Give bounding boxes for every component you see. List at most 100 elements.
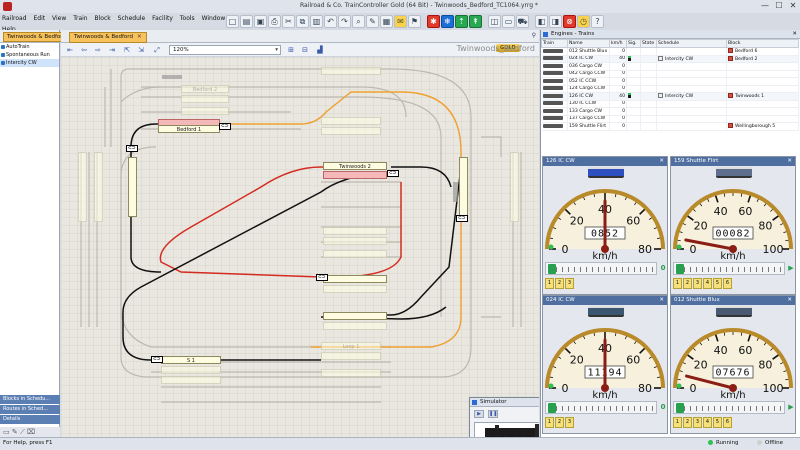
close-tab-icon[interactable]: ✕ — [136, 34, 142, 40]
block-icon[interactable]: ▭ — [502, 15, 515, 28]
tachometer-close-icon[interactable]: ✕ — [659, 158, 664, 164]
col-block[interactable]: Block — [726, 39, 799, 48]
block-bedford-1[interactable]: Bedford 1 — [158, 125, 220, 133]
redo-icon[interactable]: ↷ — [338, 15, 351, 28]
block-twinwoods-3[interactable] — [323, 285, 387, 293]
zoom-out-icon[interactable]: ⊟ — [302, 46, 308, 54]
menu-window[interactable]: Window — [201, 15, 226, 22]
emergency-stop-icon[interactable]: ✱ — [427, 15, 440, 28]
step-right-icon[interactable]: ⇨ — [95, 46, 101, 54]
block-s3[interactable] — [161, 376, 221, 384]
direction-indicator[interactable]: ▶ — [788, 264, 794, 272]
save-icon[interactable]: ▣ — [254, 15, 267, 28]
clock-icon[interactable]: ◷ — [577, 15, 590, 28]
minimize-button[interactable]: — — [761, 1, 769, 10]
slider-knob[interactable] — [548, 264, 556, 274]
layout-icon[interactable]: ▟ — [317, 46, 323, 54]
menu-block[interactable]: Block — [94, 15, 111, 22]
maximize-button[interactable]: ☐ — [775, 1, 783, 10]
zoom-in-icon[interactable]: ⊞ — [288, 46, 294, 54]
function-button[interactable]: 5 — [713, 278, 722, 289]
col-signal[interactable]: Sig. — [626, 39, 641, 48]
block-s2[interactable] — [161, 366, 221, 374]
blocks-in-schedule-panel[interactable]: Blocks in Schedu... — [0, 395, 60, 404]
grid-icon[interactable]: ▦ — [380, 15, 393, 28]
wagon-icon[interactable]: ◨ — [549, 15, 562, 28]
zoom-fit-icon[interactable]: ⤢ — [154, 46, 160, 54]
block-staging-left-2[interactable] — [94, 152, 103, 222]
speed-slider[interactable] — [545, 401, 657, 414]
list-item-intercity-cw[interactable]: Intercity CW — [0, 59, 59, 67]
function-button[interactable]: 1 — [673, 278, 682, 289]
new-file-icon[interactable]: □ — [226, 15, 239, 28]
editor-tab[interactable]: Twinwoods & Bedford✕ — [69, 32, 147, 43]
pin-icon[interactable]: ⚲ — [531, 32, 536, 39]
function-button[interactable]: 6 — [723, 417, 732, 428]
menu-schedule[interactable]: Schedule — [117, 15, 146, 22]
stop-marker[interactable]: ⊂⊃ — [387, 170, 399, 177]
block-mid-1[interactable] — [323, 227, 387, 235]
function-button[interactable]: 5 — [713, 417, 722, 428]
stop-marker[interactable]: ⊂⊃ — [316, 274, 328, 281]
slider-knob[interactable] — [676, 403, 684, 413]
direction-indicator[interactable]: 0 — [660, 264, 666, 272]
details-panel[interactable]: Details — [0, 415, 60, 424]
block-twinwoods-1[interactable] — [323, 275, 387, 283]
block-wellingborough-2[interactable] — [323, 322, 387, 330]
locomotive-icon[interactable]: ◧ — [535, 15, 548, 28]
function-button[interactable]: 3 — [565, 417, 574, 428]
block-upper-2[interactable] — [321, 117, 381, 125]
cut-icon[interactable]: ✂ — [282, 15, 295, 28]
left-tools[interactable]: ▭ ✎ ⟋ ⌧ — [0, 427, 60, 437]
signal-icon[interactable]: ◫ — [488, 15, 501, 28]
step-left-icon[interactable]: ⇦ — [81, 46, 87, 54]
engines-panel-close-icon[interactable]: ✕ — [792, 31, 797, 37]
find-icon[interactable]: ⌕ — [352, 15, 365, 28]
slider-knob[interactable] — [548, 403, 556, 413]
function-button[interactable]: 4 — [703, 417, 712, 428]
menu-railroad[interactable]: Railroad — [2, 15, 27, 22]
rotate-icon[interactable]: ⇱ — [124, 46, 130, 54]
schedule-icon[interactable]: ⚑ — [408, 15, 421, 28]
function-button[interactable]: 2 — [555, 417, 564, 428]
col-name[interactable]: Name — [567, 39, 610, 48]
autotrain-icon[interactable]: ↟ — [469, 15, 482, 28]
list-item-autotrain[interactable]: AutoTrain — [0, 43, 59, 51]
tachometer-close-icon[interactable]: ✕ — [787, 158, 792, 164]
tachometer-close-icon[interactable]: ✕ — [659, 297, 664, 303]
play-icon[interactable]: ▶ — [474, 410, 484, 418]
undo-icon[interactable]: ↶ — [324, 15, 337, 28]
function-button[interactable]: 3 — [693, 417, 702, 428]
menu-help[interactable]: Help — [0, 24, 18, 35]
copy-icon[interactable]: ⧉ — [296, 15, 309, 28]
function-button[interactable]: 1 — [545, 278, 554, 289]
block-loop-3[interactable] — [321, 369, 381, 377]
pause-icon[interactable]: ❚❚ — [488, 410, 498, 418]
block-twinwoods-2-occupied[interactable] — [323, 171, 387, 179]
block-staging-left-1[interactable] — [78, 152, 87, 222]
function-button[interactable]: 6 — [723, 278, 732, 289]
col-schedule[interactable]: Schedule — [656, 39, 727, 48]
menu-facility[interactable]: Facility — [152, 15, 173, 22]
speed-slider[interactable] — [673, 262, 785, 275]
block-twinwoods-2[interactable]: Twinwoods 2 — [323, 162, 387, 170]
menu-train[interactable]: Train — [73, 15, 88, 22]
function-button[interactable]: 2 — [683, 278, 692, 289]
block-wellingborough[interactable] — [323, 312, 387, 320]
paste-icon[interactable]: ▥ — [310, 15, 323, 28]
switchboard-canvas[interactable]: Bedford 2 Bedford 1 Twinwoods 2 S 1 Loop… — [61, 57, 539, 437]
edit-mode-icon[interactable]: ✎ — [366, 15, 379, 28]
block-bedford-3[interactable] — [181, 95, 229, 103]
move-right-icon[interactable]: ⇥ — [109, 46, 115, 54]
block-mid-2[interactable] — [323, 237, 387, 245]
stop-marker[interactable]: ⊂⊃ — [126, 145, 138, 152]
speed-slider[interactable] — [545, 262, 657, 275]
function-button[interactable]: 1 — [673, 417, 682, 428]
